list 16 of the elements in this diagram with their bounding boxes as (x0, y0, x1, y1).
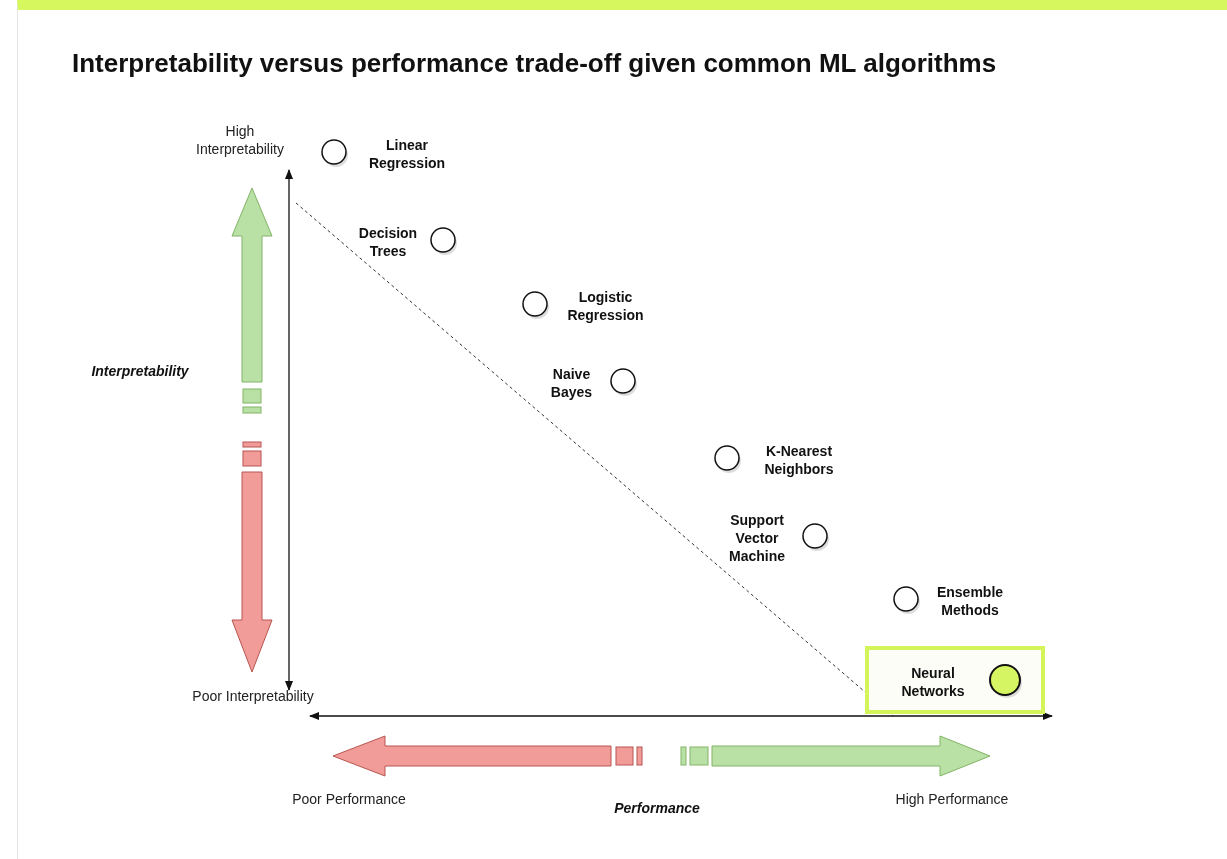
axis-label: High Performance (894, 790, 1010, 808)
algorithm-label: Ensemble Methods (935, 583, 1005, 619)
axis-label: High Interpretability (195, 122, 285, 158)
axis-label: Poor Performance (291, 790, 407, 808)
axis-label: Interpretability (90, 362, 190, 380)
algorithm-label: K-Nearest Neighbors (763, 442, 835, 478)
highlight-box (865, 646, 1045, 714)
algorithm-label: Naive Bayes (549, 365, 594, 401)
algorithm-label: Decision Trees (358, 224, 418, 260)
axis-label: Performance (613, 799, 701, 817)
chart-title: Interpretability versus performance trade-off given common ML algorithms (72, 47, 997, 80)
algorithm-label: Linear Regression (367, 136, 447, 172)
algorithm-label: Support Vector Machine (728, 511, 786, 565)
algorithm-label: Neural Networks (900, 664, 966, 700)
axis-label: Poor Interpretability (191, 687, 315, 705)
algorithm-label: Logistic Regression (566, 288, 645, 324)
